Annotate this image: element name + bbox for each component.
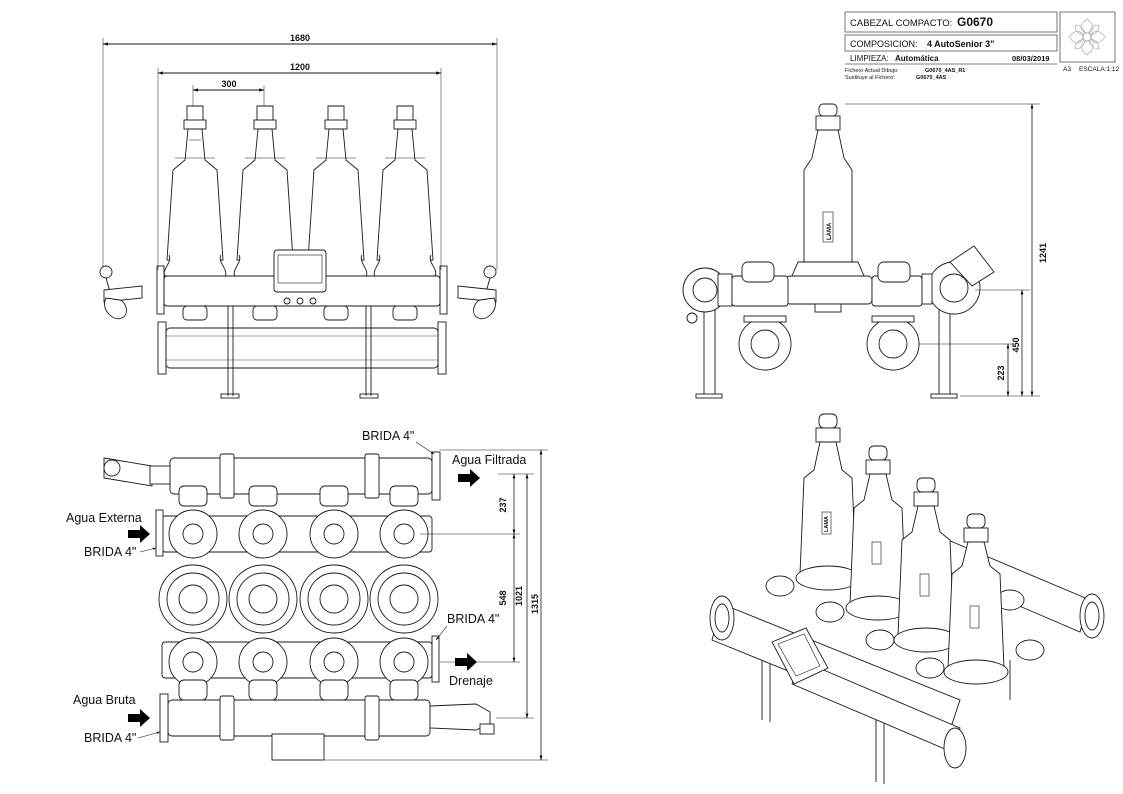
cabezal-code: G0670 bbox=[957, 15, 993, 29]
dim-1021: 1021 bbox=[514, 586, 524, 606]
limpieza-label: LIMPIEZA: bbox=[850, 54, 889, 63]
top-filter-column-3 bbox=[299, 485, 369, 701]
top-filter-column-1 bbox=[158, 485, 228, 701]
dim-total-height: 1241 bbox=[1038, 243, 1048, 263]
isometric-view bbox=[709, 539, 1105, 784]
agua-bruta-arrow-icon bbox=[128, 709, 150, 727]
front-filter-1 bbox=[163, 105, 227, 321]
brida-top-label: BRIDA 4" bbox=[362, 429, 414, 443]
brida-bottom-label: BRIDA 4" bbox=[84, 731, 136, 745]
fichero-actual-label: Fichero Actual Dibujo: bbox=[845, 68, 899, 74]
right-valve bbox=[457, 265, 497, 320]
front-view bbox=[102, 38, 498, 399]
agua-filtrada-label: Agua Filtrada bbox=[452, 453, 526, 467]
iso-brand-label: LAMA bbox=[824, 516, 830, 532]
company-logo-icon bbox=[1068, 18, 1106, 56]
dim-1315: 1315 bbox=[530, 594, 540, 614]
agua-externa-arrow-icon bbox=[128, 525, 150, 543]
top-filters bbox=[158, 485, 439, 701]
top-filter-column-2 bbox=[228, 485, 298, 701]
side-dimensions bbox=[845, 103, 1040, 397]
dim-548: 548 bbox=[498, 590, 508, 605]
sustituye-value: G0670_4AS bbox=[916, 75, 947, 81]
callout-leaders bbox=[137, 441, 448, 739]
top-dimensions bbox=[324, 449, 548, 761]
dim-237: 237 bbox=[498, 497, 508, 512]
drenaje-label: Drenaje bbox=[449, 674, 493, 688]
composicion-label: COMPOSICION: bbox=[850, 39, 918, 49]
iso-filter-3 bbox=[893, 477, 959, 653]
cabezal-label: CABEZAL COMPACTO: bbox=[850, 18, 952, 29]
front-filter-4 bbox=[373, 105, 437, 321]
title-block bbox=[844, 11, 1116, 65]
left-valve bbox=[99, 265, 143, 320]
drawing-date: 08/03/2019 bbox=[1012, 54, 1050, 63]
iso-filters bbox=[795, 413, 1009, 685]
dim-outlet-height: 450 bbox=[1011, 337, 1021, 352]
brida-left-mid-label: BRIDA 4" bbox=[84, 545, 136, 559]
fichero-actual-value: G0670_4AS_R1 bbox=[925, 68, 965, 74]
agua-filtrada-arrow-icon bbox=[458, 469, 480, 487]
sheet-size: A3 bbox=[1063, 66, 1071, 73]
limpieza-value: Automática bbox=[895, 54, 939, 63]
iso-filter-4 bbox=[943, 513, 1009, 685]
top-filter-column-4 bbox=[369, 485, 439, 701]
dim-overall-width: 1680 bbox=[290, 33, 310, 43]
composicion-value: 4 AutoSenior 3" bbox=[927, 39, 994, 49]
dim-inlet-height: 223 bbox=[996, 365, 1006, 380]
side-brand-label: LAMA bbox=[827, 222, 833, 240]
flow-arrows bbox=[128, 469, 480, 727]
dim-filter-pitch: 300 bbox=[221, 79, 236, 89]
dim-flange-width: 1200 bbox=[290, 62, 310, 72]
agua-externa-label: Agua Externa bbox=[66, 511, 142, 525]
drawing-scale: ESCALA:1:12 bbox=[1079, 66, 1119, 73]
iso-filter-1 bbox=[795, 413, 861, 591]
front-filters bbox=[99, 105, 497, 321]
sustituye-label: Sustituye al Fichero: bbox=[845, 75, 895, 81]
top-view bbox=[103, 451, 495, 761]
agua-bruta-label: Agua Bruta bbox=[73, 693, 136, 707]
side-view bbox=[682, 103, 995, 399]
brida-right-mid-label: BRIDA 4" bbox=[447, 612, 499, 626]
